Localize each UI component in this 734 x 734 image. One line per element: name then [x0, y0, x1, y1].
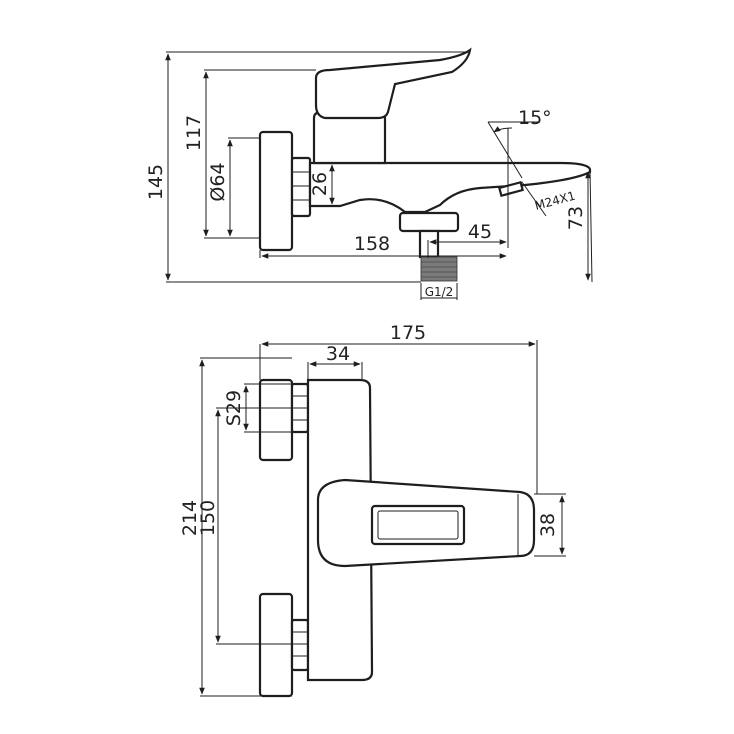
diverter-knob [398, 211, 460, 233]
dim-text-45: 45 [468, 221, 492, 243]
dim-text-214: 214 [179, 500, 201, 536]
side-view: 145 117 Ø64 26 158 45 73 15° M24X1 G1/2 [145, 47, 593, 300]
dim-text-34: 34 [326, 343, 350, 365]
dim-text-145: 145 [145, 164, 167, 200]
dim-text-158: 158 [354, 233, 390, 255]
dim-text-15: 15° [518, 107, 552, 129]
top-view: 175 34 S29 214 150 38 [179, 322, 566, 698]
diverter-stem [418, 229, 440, 259]
aerator-outlet [497, 180, 525, 198]
dim-arc-15 [493, 126, 513, 133]
lever-handle [314, 47, 472, 120]
dim-text-g12: G1/2 [425, 285, 454, 299]
top-flange-upper [258, 378, 294, 462]
dim-text-117: 117 [183, 115, 205, 151]
hex-nut [290, 156, 312, 218]
top-handle-window [370, 504, 466, 546]
dim-text-150: 150 [197, 500, 219, 536]
wall-flange [258, 130, 294, 252]
top-nut-lower [290, 618, 310, 672]
dim-text-175: 175 [390, 322, 426, 344]
cartridge-body [312, 110, 387, 165]
thread-g12 [420, 256, 458, 282]
dim-text-73: 73 [565, 206, 587, 230]
dim-text-64: Ø64 [207, 162, 229, 201]
dim-text-s29: S29 [223, 390, 245, 426]
top-flange-lower [258, 592, 294, 698]
dim-text-26: 26 [309, 172, 331, 196]
dim-text-38: 38 [537, 513, 559, 537]
